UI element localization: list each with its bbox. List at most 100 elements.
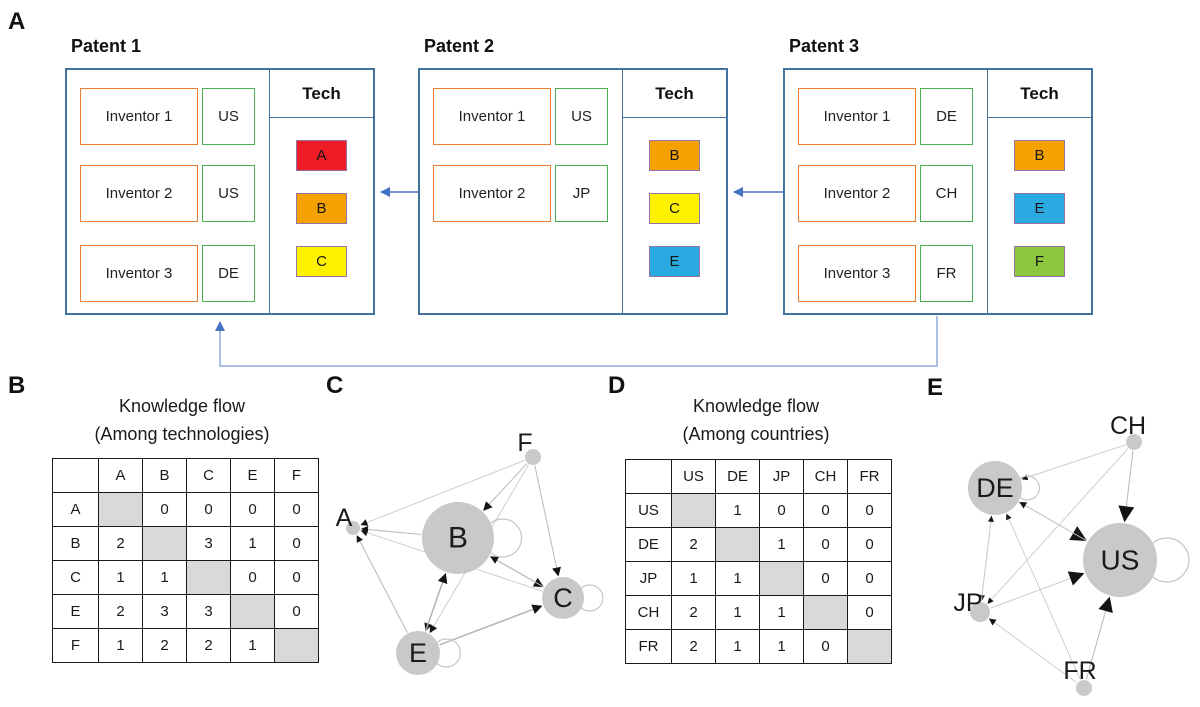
network-edge-DE-JP xyxy=(981,515,993,596)
country-box: DE xyxy=(920,88,973,145)
country-matrix-cell: 1 xyxy=(759,527,804,562)
country-matrix-col-header: CH xyxy=(803,459,848,494)
network-edge-CH-US xyxy=(1125,450,1134,507)
tech-matrix-col-header: A xyxy=(98,458,143,493)
country-matrix-corner-cell xyxy=(625,459,672,494)
network-edge-F-A xyxy=(366,459,525,523)
country-matrix-diagonal-cell xyxy=(803,595,848,630)
country-matrix-title-line1: Knowledge flow xyxy=(692,396,820,416)
country-matrix-row-header: JP xyxy=(625,561,672,596)
network-node-label-JP: JP xyxy=(953,589,982,617)
tech-matrix-cell: 3 xyxy=(142,594,187,629)
tech-matrix-diagonal-cell xyxy=(186,560,231,595)
network-arrowhead-C-B xyxy=(490,556,500,564)
tech-chip-B: B xyxy=(649,140,700,171)
network-arrowhead-DE-US xyxy=(1069,526,1088,542)
network-edge-B-C xyxy=(489,555,536,583)
network-node-label-A: A xyxy=(336,504,353,532)
network-arrowhead-CH-DE xyxy=(1021,474,1029,481)
network-edge-E-B xyxy=(424,582,444,632)
network-arrowhead-FR-US xyxy=(1098,596,1113,614)
network-edge-CH-JP xyxy=(991,448,1129,600)
country-box: CH xyxy=(920,165,973,222)
inventor-label: Inventor 3 xyxy=(105,265,173,282)
inventor-box: Inventor 3 xyxy=(798,245,916,302)
network-arrowhead-E-B xyxy=(437,572,448,585)
tech-chip-F: F xyxy=(1014,246,1065,277)
network-arrowhead-B-A xyxy=(360,525,369,533)
tech-matrix-cell: 0 xyxy=(142,492,187,527)
tech-matrix-diagonal-cell xyxy=(230,594,275,629)
country-matrix-cell: 1 xyxy=(715,595,760,630)
network-arrowhead-E-C xyxy=(531,604,543,615)
panel-label-e: E xyxy=(927,374,944,401)
inventor-label: Inventor 1 xyxy=(823,108,891,125)
network-self-loop-C xyxy=(576,584,604,612)
network-arrowhead-CH-US xyxy=(1118,505,1135,523)
network-self-loop-E xyxy=(431,638,461,668)
country-box: FR xyxy=(920,245,973,302)
tech-chip-A: A xyxy=(296,140,347,171)
network-arrowhead-US-DE xyxy=(1019,501,1028,509)
network-node-label-CH: CH xyxy=(1110,412,1146,440)
country-matrix-cell: 0 xyxy=(803,527,848,562)
country-matrix-cell: 0 xyxy=(803,629,848,664)
network-arrowhead-B-C xyxy=(532,577,544,588)
country-matrix-diagonal-cell xyxy=(715,527,760,562)
tech-matrix-diagonal-cell xyxy=(274,628,319,663)
network-edge-E-A xyxy=(359,541,408,633)
inventor-box: Inventor 1 xyxy=(433,88,551,145)
tech-chip-C: C xyxy=(649,193,700,224)
country-matrix-col-header: JP xyxy=(759,459,804,494)
network-node-F xyxy=(525,449,541,465)
country-matrix-title-line2: (Among countries) xyxy=(682,424,830,444)
network-edge-FR-JP xyxy=(994,622,1077,684)
tech-matrix-corner-cell xyxy=(52,458,99,493)
tech-matrix-cell: 1 xyxy=(98,560,143,595)
tech-column: Tech xyxy=(987,70,1091,313)
network-node-US xyxy=(1083,523,1157,597)
inventor-label: Inventor 3 xyxy=(823,265,891,282)
country-matrix-row-header: CH xyxy=(625,595,672,630)
country-matrix-cell: 1 xyxy=(759,629,804,664)
tech-matrix-row-header: F xyxy=(52,628,99,663)
network-self-loop-US xyxy=(1144,537,1190,583)
country-label: US xyxy=(218,185,239,202)
tech-matrix-cell: 0 xyxy=(230,560,275,595)
network-edge-E-C xyxy=(439,608,534,646)
tech-matrix-title-line2: (Among technologies) xyxy=(94,424,270,444)
citation-connector-p3-to-p1 xyxy=(215,316,938,367)
network-edge-US-DE xyxy=(1025,505,1088,542)
network-edge-B-A xyxy=(367,528,422,536)
network-edge-B-E xyxy=(427,572,447,624)
tech-matrix-cell: 0 xyxy=(274,560,319,595)
network-edge-F-E xyxy=(433,464,529,627)
network-self-loop-B xyxy=(482,518,523,558)
tech-matrix-cell: 2 xyxy=(98,526,143,561)
network-node-JP xyxy=(970,602,990,622)
tech-matrix-diagonal-cell xyxy=(142,526,187,561)
tech-matrix-cell: 2 xyxy=(142,628,187,663)
country-matrix-cell: 0 xyxy=(803,561,848,596)
network-arrowhead-DE-JP xyxy=(979,594,986,602)
inventor-box: Inventor 2 xyxy=(798,165,916,222)
tech-chip-label: A xyxy=(316,147,327,164)
country-box: US xyxy=(202,165,255,222)
network-edge-F-C xyxy=(534,465,558,568)
country-matrix-cell: 0 xyxy=(847,527,892,562)
tech-column: Tech xyxy=(622,70,726,313)
tech-chip-C: C xyxy=(296,246,347,277)
network-arrowhead-JP-DE xyxy=(987,515,994,523)
tech-column: Tech xyxy=(269,70,373,313)
tech-chip-label: E xyxy=(1034,200,1045,217)
country-matrix-cell: 1 xyxy=(715,493,760,528)
network-node-FR xyxy=(1076,680,1092,696)
inventor-box: Inventor 2 xyxy=(80,165,198,222)
network-arrowhead-FR-DE xyxy=(1006,513,1012,521)
network-node-C xyxy=(542,577,584,619)
inventor-label: Inventor 2 xyxy=(105,185,173,202)
tech-matrix-cell: 2 xyxy=(98,594,143,629)
